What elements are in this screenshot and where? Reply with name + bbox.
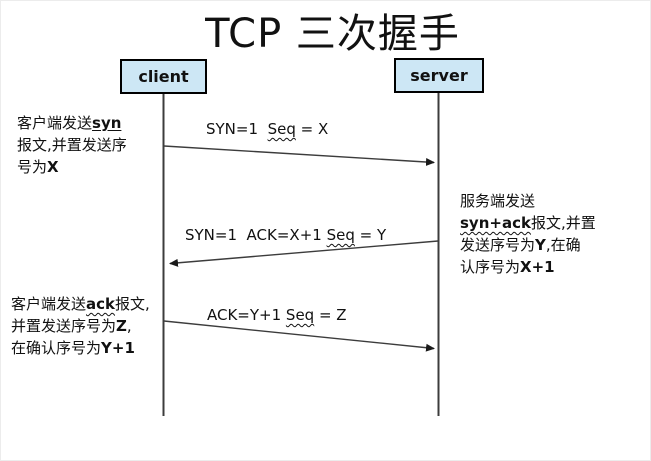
message-arrow-synack (169, 240, 439, 267)
text-segment: Seq (267, 120, 296, 138)
actor-label-client: client (138, 67, 189, 86)
text-segment: Y+1 (101, 339, 135, 357)
text-segment: Y (535, 236, 546, 254)
text-segment: , (126, 317, 132, 335)
text-segment: 认序号为 (460, 258, 521, 276)
text-segment: ACK=Y+1 (207, 306, 286, 324)
text-segment: ack (86, 295, 116, 313)
text-segment: 报文,并置 (530, 214, 596, 232)
text-segment: SYN=1 ACK=X+1 (185, 226, 327, 244)
actor-box-client: client (120, 59, 207, 94)
diagram-title: TCP 三次握手 (205, 11, 460, 57)
annotation-client-ack: 客户端发送ack报文, 并置发送序号为Z, 在确认序号为Y+1 (11, 293, 173, 359)
text-segment: ,在确 (545, 236, 581, 254)
annotation-client-syn: 客户端发送syn 报文,并置发送序号为X (17, 112, 169, 178)
message-label-ack: ACK=Y+1 Seq = Z (207, 306, 347, 324)
text-segment: 在确认序号为 (11, 339, 102, 357)
text-segment: Seq (285, 306, 315, 324)
text-segment: 号为 (17, 158, 48, 176)
text-segment: Z (116, 317, 127, 335)
message-label-synack: SYN=1 ACK=X+1 Seq = Y (185, 226, 386, 244)
annotation-server-synack: 服务端发送 syn+ack报文,并置发送序号为Y,在确认序号为X+1 (460, 190, 642, 278)
text-segment: 客户端发送 (11, 295, 87, 313)
text-segment: 客户端发送 (17, 114, 93, 132)
actor-label-server: server (410, 66, 468, 85)
text-segment: SYN=1 (206, 120, 268, 138)
message-arrow-syn (163, 145, 435, 167)
text-segment: = Z (314, 306, 347, 324)
text-segment: 服务端发送 (460, 192, 536, 210)
actor-box-server: server (394, 58, 484, 93)
text-segment: 报文, (115, 295, 150, 313)
text-segment: syn+ack (460, 214, 531, 232)
text-segment: 发送序号为 (460, 236, 536, 254)
text-segment: = X (295, 120, 329, 138)
text-segment: = Y (354, 226, 387, 244)
message-arrow-ack (163, 320, 435, 352)
text-segment: syn (92, 114, 122, 132)
text-segment: 并置发送序号为 (11, 317, 117, 335)
text-segment: Seq (326, 226, 355, 244)
text-segment: X (47, 158, 59, 176)
text-segment: 报文,并置发送序 (17, 136, 127, 154)
text-segment: X+1 (520, 258, 555, 276)
message-label-syn: SYN=1 Seq = X (206, 120, 328, 138)
